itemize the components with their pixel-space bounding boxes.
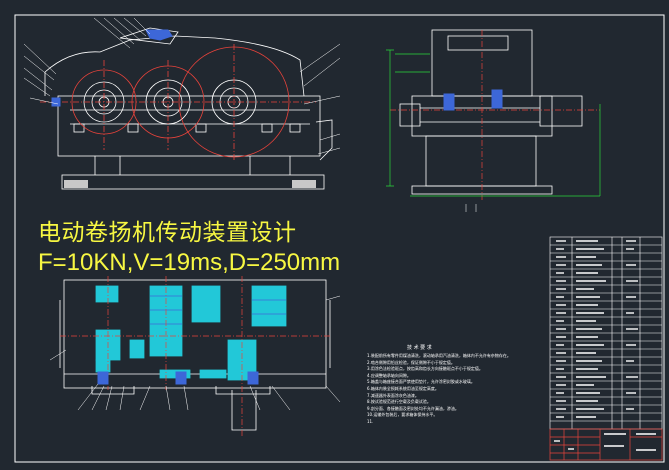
design-parameters: F=10KN,V=19ms,D=250mm <box>38 249 341 276</box>
title-block <box>549 428 663 461</box>
tech-requirement-line: 10.运输外包装后，要求箱体保持水平。 <box>367 412 438 418</box>
parts-list-entries <box>556 240 638 418</box>
side-view-dimensions <box>386 49 601 197</box>
gear-pitch-circles <box>40 44 316 160</box>
tech-requirement-line: 2.啮合侧隙用铅丝检验，保证侧隙不小于规定值。 <box>367 359 455 365</box>
top-view <box>59 279 331 431</box>
tech-requirement-line: 11. <box>367 418 374 424</box>
side-view-centerlines <box>390 30 600 200</box>
tech-requirements-heading: 技 术 要 求 <box>407 345 432 351</box>
top-view-leaders <box>49 295 341 411</box>
front-leaders <box>23 17 341 155</box>
tech-requirement-line: 7.减速器外表面涂灰色油漆。 <box>367 392 419 398</box>
tech-requirement-line: 8.按试验规范进行空载及负载试验。 <box>367 399 431 405</box>
tech-requirement-line: 5.箱盖与箱座接合面严禁使用垫片，允许涂密封胶或水玻璃。 <box>367 379 475 385</box>
front-view-blue-parts <box>51 29 173 107</box>
tech-requirement-line: 1.装配前所有零件用煤油清洗，滚动轴承用汽油清洗，箱体内不允许有杂物存在。 <box>367 353 511 358</box>
drawing-title: 电动卷扬机传动装置设计 <box>38 220 297 246</box>
title-block-entries <box>554 433 656 451</box>
technical-requirements: 技 术 要 求 1.装配前所有零件用煤油清洗，滚动轴承用汽油清洗，箱体内不允许有… <box>367 344 547 426</box>
top-view-blue-parts <box>97 371 259 385</box>
top-view-centerlines <box>60 276 330 436</box>
side-view-blue-parts <box>443 89 503 111</box>
tech-requirement-line: 3.用涂色法检验斑点，按齿高和齿长方向接触斑点不小于规定值。 <box>367 366 483 372</box>
tech-requirement-line: 9.剖分面、各接触面及密封处均不允许漏油，渗油。 <box>367 405 459 411</box>
side-view <box>399 29 583 195</box>
parts-list-table <box>549 236 663 430</box>
sheet-border <box>14 14 665 463</box>
tech-requirement-line: 6.箱体内装全损耗系统用油至规定高度。 <box>367 385 439 391</box>
tech-requirement-line: 4.应调整轴承轴向间隙。 <box>367 372 411 378</box>
